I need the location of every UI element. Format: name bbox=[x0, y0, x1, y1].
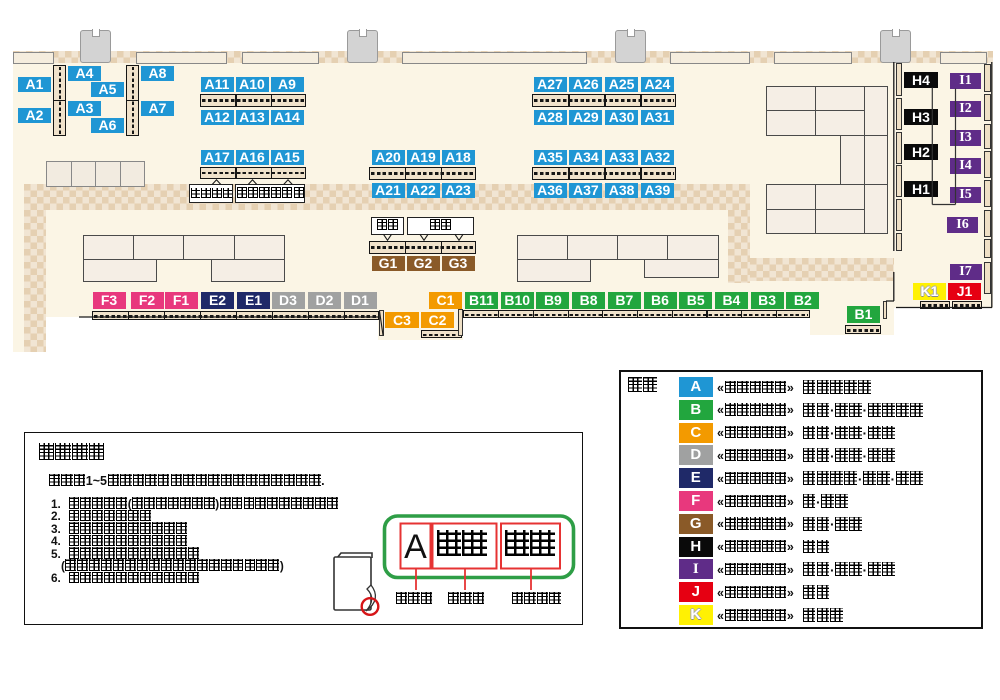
svg-text:A: A bbox=[404, 528, 427, 566]
